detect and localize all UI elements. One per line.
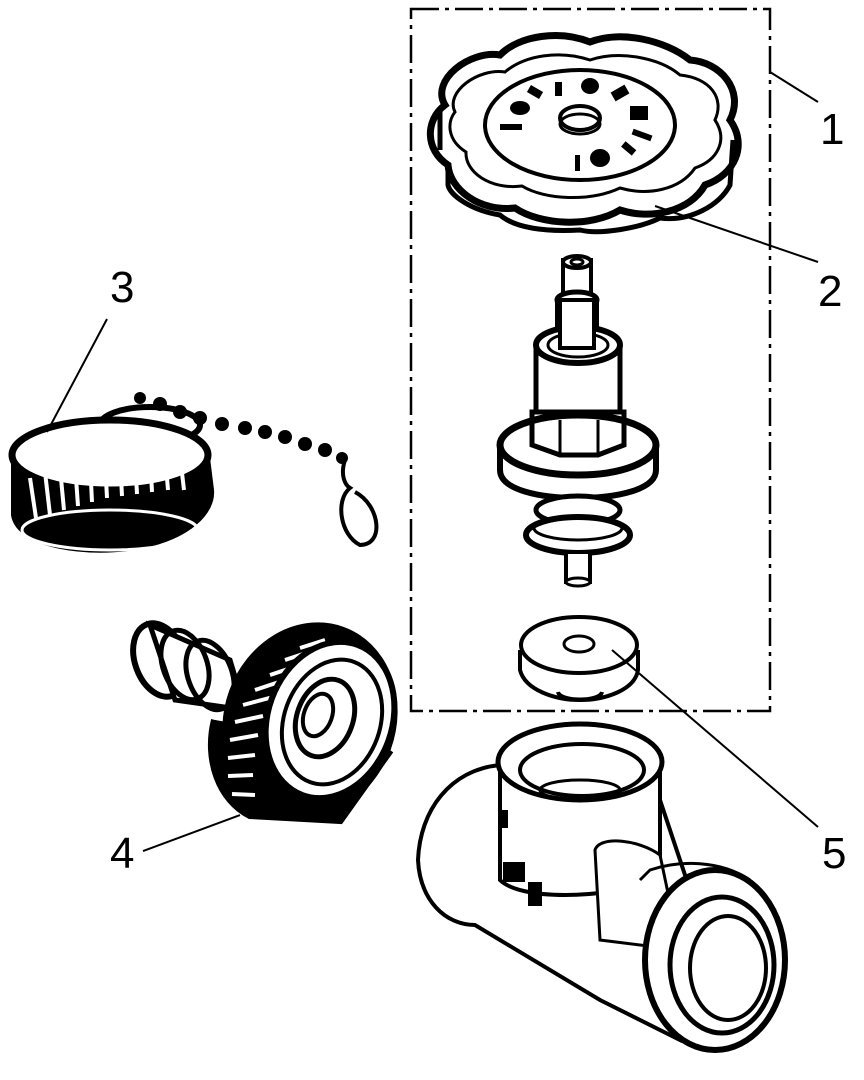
callout-2: 2 bbox=[818, 267, 843, 316]
valve-seal bbox=[518, 615, 640, 703]
body-marking bbox=[500, 810, 542, 906]
leader-line-5 bbox=[611, 649, 819, 828]
handwheel-lettering bbox=[500, 78, 653, 171]
valve-spindle bbox=[496, 254, 660, 588]
leader-line-3 bbox=[46, 318, 108, 433]
cap-with-chain bbox=[8, 392, 379, 553]
assembly-group-box bbox=[409, 7, 772, 713]
callout-4: 4 bbox=[110, 829, 135, 878]
cap-knurling bbox=[28, 453, 186, 519]
leader-line-2 bbox=[654, 205, 819, 263]
hose-connector bbox=[130, 620, 398, 825]
handwheel bbox=[426, 32, 742, 235]
leader-line-4 bbox=[142, 814, 241, 852]
callout-5: 5 bbox=[822, 829, 847, 878]
tee-valve-body bbox=[415, 721, 788, 1053]
callout-1: 1 bbox=[820, 105, 845, 154]
leader-line-1 bbox=[769, 71, 819, 103]
callout-3: 3 bbox=[110, 263, 135, 312]
